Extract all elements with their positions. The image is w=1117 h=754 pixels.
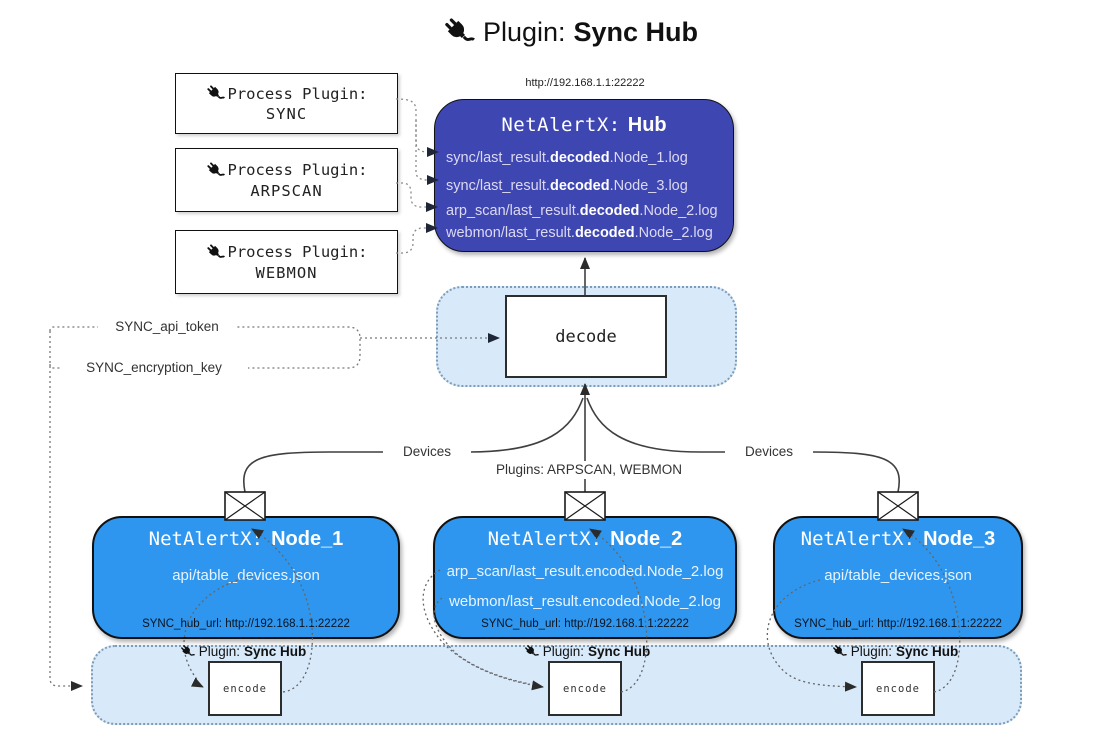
node-title: NetAlertX:Node_1 bbox=[148, 528, 344, 550]
hub-log-line: sync/last_result.decoded.Node_1.log bbox=[446, 150, 688, 166]
node-hub-url: SYNC_hub_url: http://192.168.1.1:22222 bbox=[142, 618, 350, 630]
hub-box: NetAlertX:Hub sync/last_result.decoded.N… bbox=[434, 99, 734, 252]
node-hub-url: SYNC_hub_url: http://192.168.1.1:22222 bbox=[794, 618, 1002, 630]
node-log-line: api/table_devices.json bbox=[172, 567, 320, 584]
plug-icon bbox=[206, 161, 225, 180]
plug-icon bbox=[832, 644, 847, 659]
process-plugin-label: Process Plugin: bbox=[227, 243, 368, 261]
process-plugin-box-arpscan: Process Plugin: ARPSCAN bbox=[175, 148, 398, 212]
plug-icon bbox=[206, 84, 225, 103]
plug-icon bbox=[524, 644, 539, 659]
diagram-title: Plugin: Sync Hub bbox=[443, 16, 698, 48]
diagram-title-name: Sync Hub bbox=[573, 16, 699, 47]
hub-url: http://192.168.1.1:22222 bbox=[525, 77, 645, 89]
node-log-line: arp_scan/last_result.encoded.Node_2.log bbox=[446, 563, 724, 580]
process-plugin-label: Process Plugin: bbox=[227, 161, 368, 179]
node-hub-url: SYNC_hub_url: http://192.168.1.1:22222 bbox=[481, 618, 689, 630]
process-plugin-name: WEBMON bbox=[255, 263, 318, 282]
plug-icon bbox=[443, 16, 475, 48]
decode-box: decode bbox=[505, 295, 667, 378]
encoder-label: Plugin:Sync Hub bbox=[497, 644, 677, 659]
encoder-label: Plugin:Sync Hub bbox=[805, 644, 985, 659]
plug-icon bbox=[206, 243, 225, 262]
process-plugin-box-webmon: Process Plugin: WEBMON bbox=[175, 230, 398, 294]
edge-label-devices-left: Devices bbox=[383, 443, 471, 461]
node-log-line: webmon/last_result.encoded.Node_2.log bbox=[449, 593, 721, 610]
process-plugin-name: SYNC bbox=[265, 105, 308, 123]
process-plugin-name: ARPSCAN bbox=[250, 181, 323, 200]
node-box-node-2: NetAlertX:Node_2 arp_scan/last_result.en… bbox=[433, 516, 737, 639]
hub-log-line: sync/last_result.decoded.Node_3.log bbox=[446, 178, 688, 194]
process-to-hub-connectors bbox=[395, 98, 439, 254]
diagram-title-label: Plugin: bbox=[482, 16, 566, 47]
encode-box: encode bbox=[861, 661, 935, 716]
setting-label-sync-encryption-key: SYNC_encryption_key bbox=[60, 359, 248, 377]
edge-label-plugins: Plugins: ARPSCAN, WEBMON bbox=[485, 461, 693, 479]
node-box-node-3: NetAlertX:Node_3 api/table_devices.json … bbox=[773, 516, 1023, 639]
node-log-line: api/table_devices.json bbox=[824, 567, 972, 584]
hub-log-line: webmon/last_result.decoded.Node_2.log bbox=[446, 225, 713, 241]
encode-box: encode bbox=[548, 661, 622, 716]
process-plugin-label: Process Plugin: bbox=[227, 84, 368, 103]
encode-box: encode bbox=[208, 661, 282, 716]
node-title: NetAlertX:Node_3 bbox=[800, 528, 996, 550]
plug-icon bbox=[180, 644, 195, 659]
encoder-label: Plugin:Sync Hub bbox=[153, 644, 333, 659]
node-title: NetAlertX:Node_2 bbox=[487, 528, 683, 550]
setting-label-sync-api-token: SYNC_api_token bbox=[98, 318, 236, 336]
hub-title: NetAlertX:Hub bbox=[501, 114, 667, 136]
hub-log-line: arp_scan/last_result.decoded.Node_2.log bbox=[446, 203, 718, 219]
process-plugin-box-sync: Process Plugin: SYNC bbox=[175, 73, 398, 134]
node-box-node-1: NetAlertX:Node_1 api/table_devices.json … bbox=[92, 516, 400, 639]
edge-label-devices-right: Devices bbox=[725, 443, 813, 461]
